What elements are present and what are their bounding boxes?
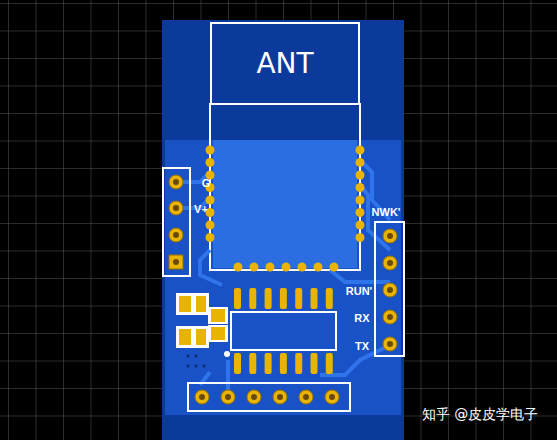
- antenna-label: ANT: [256, 47, 313, 80]
- pin-name: G: [202, 178, 211, 189]
- pin-name: NWK': [372, 207, 401, 218]
- pin-name: RUN': [346, 286, 372, 297]
- pin-name: TX: [355, 341, 369, 352]
- antenna-keepout-box: ANT: [210, 22, 360, 105]
- watermark: 知乎 @皮皮学电子: [422, 407, 538, 421]
- pin-name: V+: [194, 204, 208, 215]
- pin-name: RX: [354, 313, 369, 324]
